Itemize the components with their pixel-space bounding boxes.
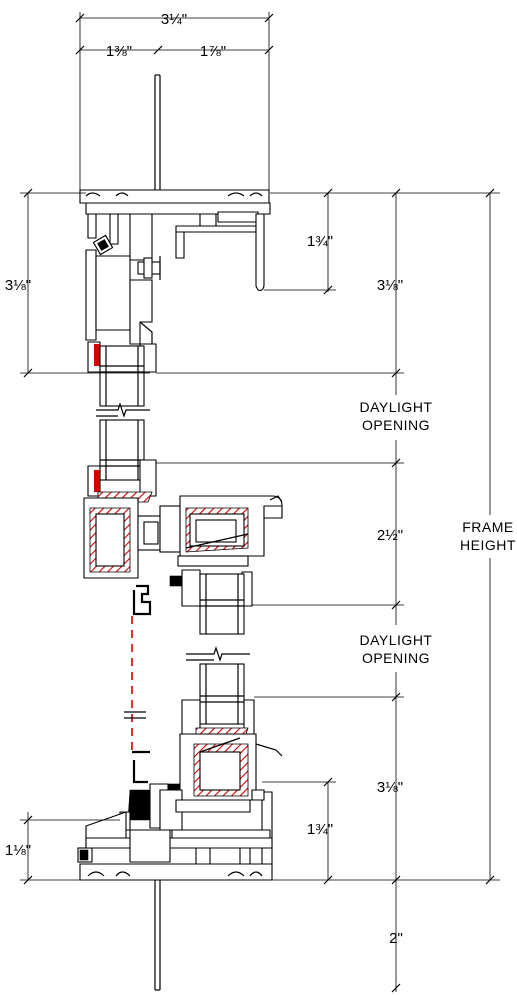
meeting-rail <box>83 495 283 603</box>
dim-below-sill: 2" <box>389 930 403 947</box>
dim-sill-right-height: 3⅛" <box>377 779 403 796</box>
label-frame-height-2: HEIGHT <box>460 537 516 553</box>
label-daylight-upper-1: DAYLIGHT <box>360 399 433 415</box>
upper-sash <box>87 341 157 503</box>
label-daylight-lower-1: DAYLIGHT <box>360 632 433 648</box>
dim-head-right-height: 3⅛" <box>377 277 403 294</box>
top-dimensions: 3¼" 1⅜" 1⅞" <box>75 11 274 190</box>
center-fin <box>154 74 161 991</box>
dim-sill-leg: 1¾" <box>307 821 333 838</box>
head-frame <box>79 189 271 346</box>
dim-right-width: 1⅞" <box>200 43 226 60</box>
label-daylight-lower-2: OPENING <box>362 650 430 666</box>
dim-overall-width: 3¼" <box>161 11 187 28</box>
dim-head-leg: 1¾" <box>307 233 333 250</box>
dim-head-left-height: 3⅛" <box>5 277 31 294</box>
left-dimensions: 3⅛" 1⅛" <box>5 188 150 885</box>
sill-frame <box>77 789 273 881</box>
label-daylight-upper-2: OPENING <box>362 417 430 433</box>
lower-sash <box>167 569 283 801</box>
dim-sill-left: 1⅛" <box>5 842 31 859</box>
dim-meeting-rail: 2½" <box>377 527 403 544</box>
right-dimensions: 1¾" 3⅛" DAYLIGHT OPENING 2½" DAYLIGHT OP… <box>156 188 516 993</box>
label-frame-height-1: FRAME <box>462 519 514 535</box>
dim-left-width: 1⅜" <box>106 43 132 60</box>
